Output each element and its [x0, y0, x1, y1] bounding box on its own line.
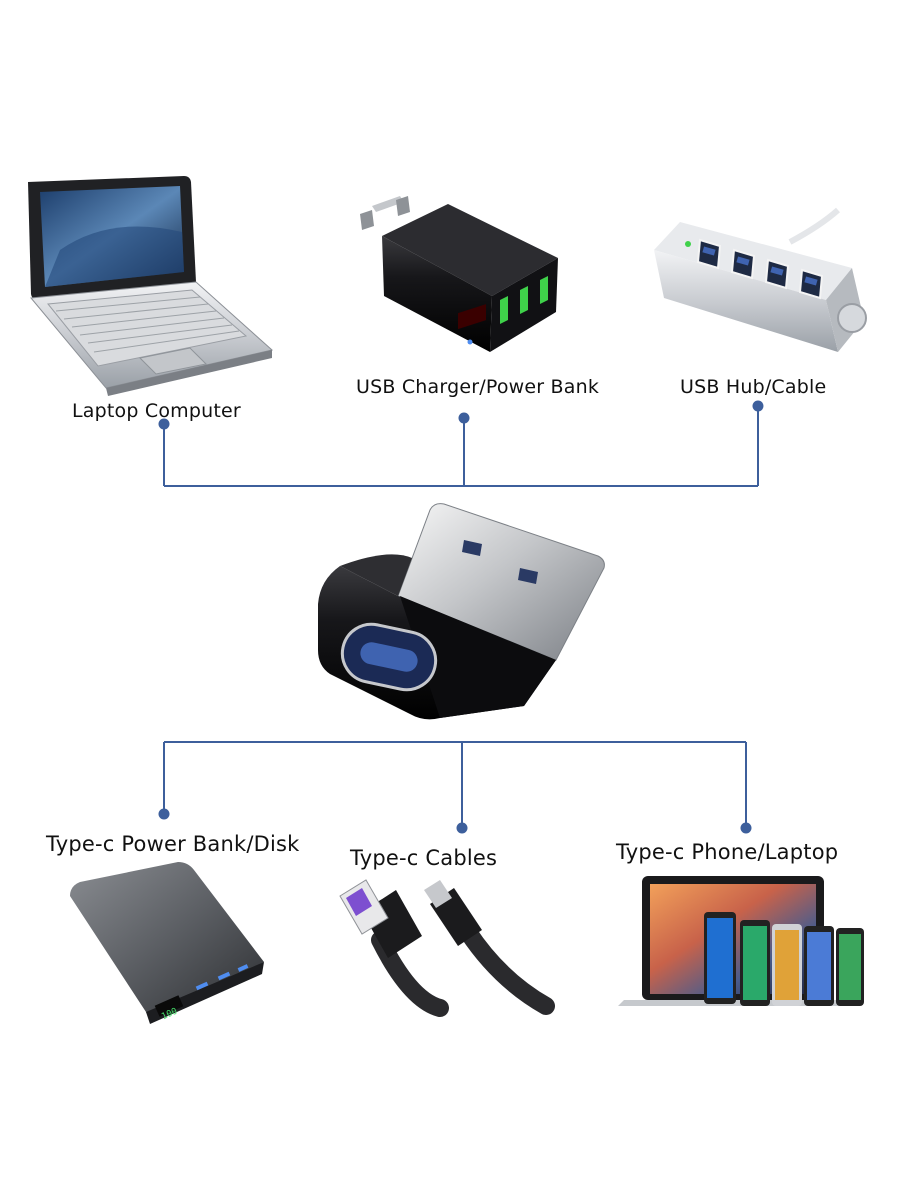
connector-lines	[158, 400, 764, 834]
label-laptop-computer: Laptop Computer	[72, 400, 241, 422]
label-type-c-power-bank-disk: Type-c Power Bank/Disk	[46, 832, 300, 856]
power-bank-icon: 100	[70, 862, 264, 1024]
endpoint-charger	[458, 412, 470, 424]
label-usb-hub-cable: USB Hub/Cable	[680, 376, 827, 398]
label-type-c-phone-laptop: Type-c Phone/Laptop	[616, 840, 839, 864]
endpoint-cables	[456, 822, 468, 834]
endpoint-power-bank	[158, 808, 170, 820]
laptop-icon	[28, 176, 274, 396]
label-type-c-cables: Type-c Cables	[350, 846, 498, 870]
endpoint-devices	[740, 822, 752, 834]
label-usb-charger-power-bank: USB Charger/Power Bank	[356, 376, 600, 398]
usb-a-to-type-c-adapter	[318, 503, 605, 720]
endpoint-laptop	[158, 418, 170, 430]
phone-laptop-icon	[618, 876, 864, 1006]
type-c-cable-icon	[339, 879, 555, 1017]
endpoint-hub	[752, 400, 764, 412]
usb-hub-icon	[654, 207, 867, 352]
wall-charger-icon	[360, 196, 558, 352]
